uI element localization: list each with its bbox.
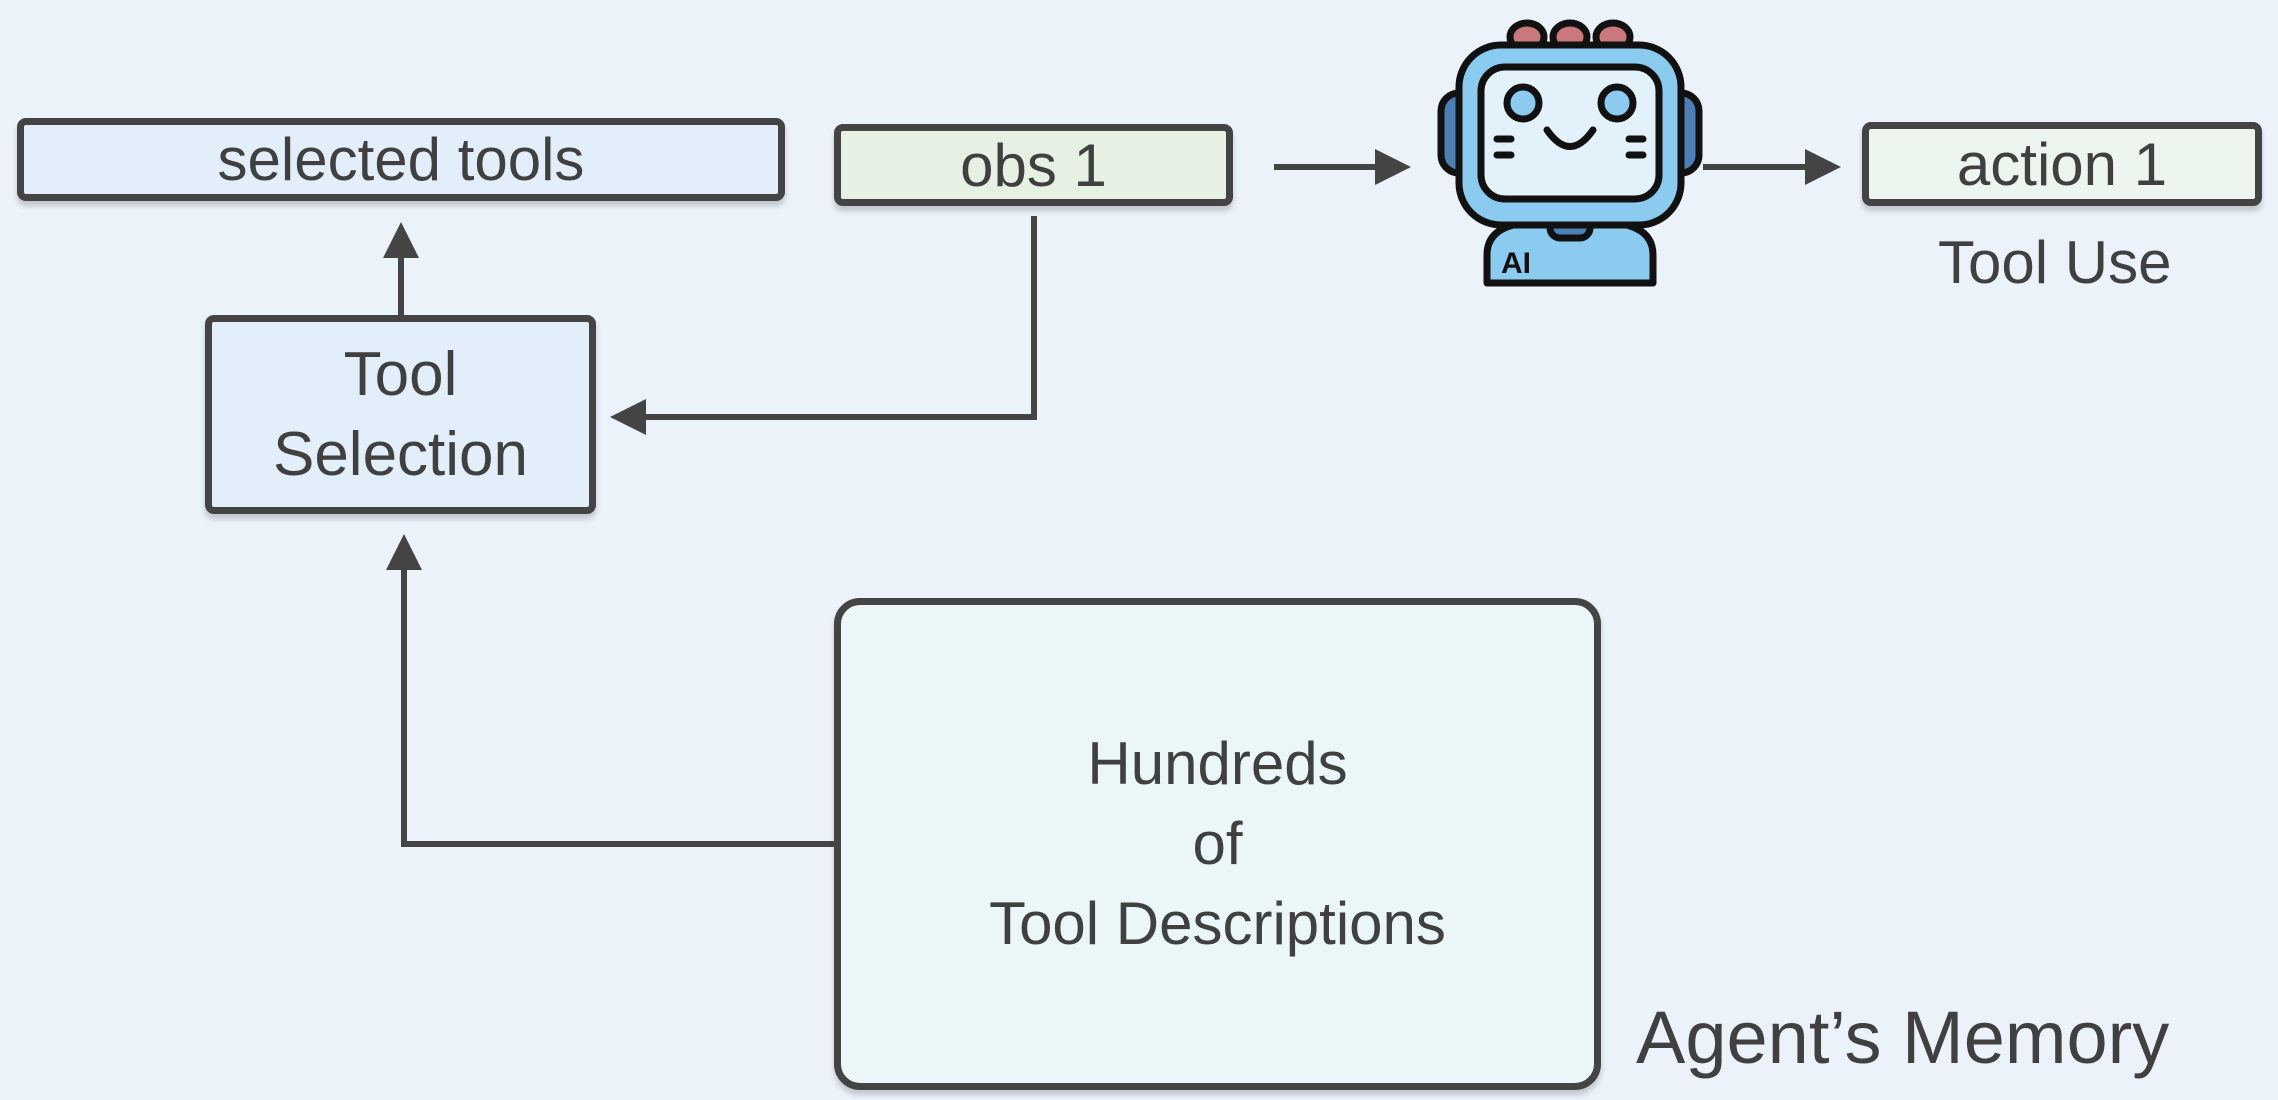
arrow-memory-to-selection [386,534,838,847]
selected-tools-box: selected tools [17,118,785,201]
memory-line3: Tool Descriptions [989,890,1446,957]
action-box: action 1 [1862,122,2262,206]
tool-selection-line1: Tool [343,339,458,409]
arrow-obs-to-selection [610,216,1037,435]
memory-box: Hundreds of Tool Descriptions [834,598,1601,1090]
tool-selection-line2: Selection [272,419,529,489]
selected-tools-label: selected tools [217,126,585,193]
action-label: action 1 [1956,130,2168,198]
memory-line1: Hundreds [1087,730,1348,797]
tool-use-label: Tool Use [1938,229,2172,296]
obs-box: obs 1 [834,124,1233,206]
robot-badge-text: AI [1501,247,1531,280]
robot-agent-icon: AI [1437,19,1703,287]
agents-memory-label: Agent’s Memory [1636,996,2170,1079]
obs-label: obs 1 [960,131,1107,199]
tool-selection-box: Tool Selection [205,315,596,514]
memory-line2: of [1192,810,1243,877]
